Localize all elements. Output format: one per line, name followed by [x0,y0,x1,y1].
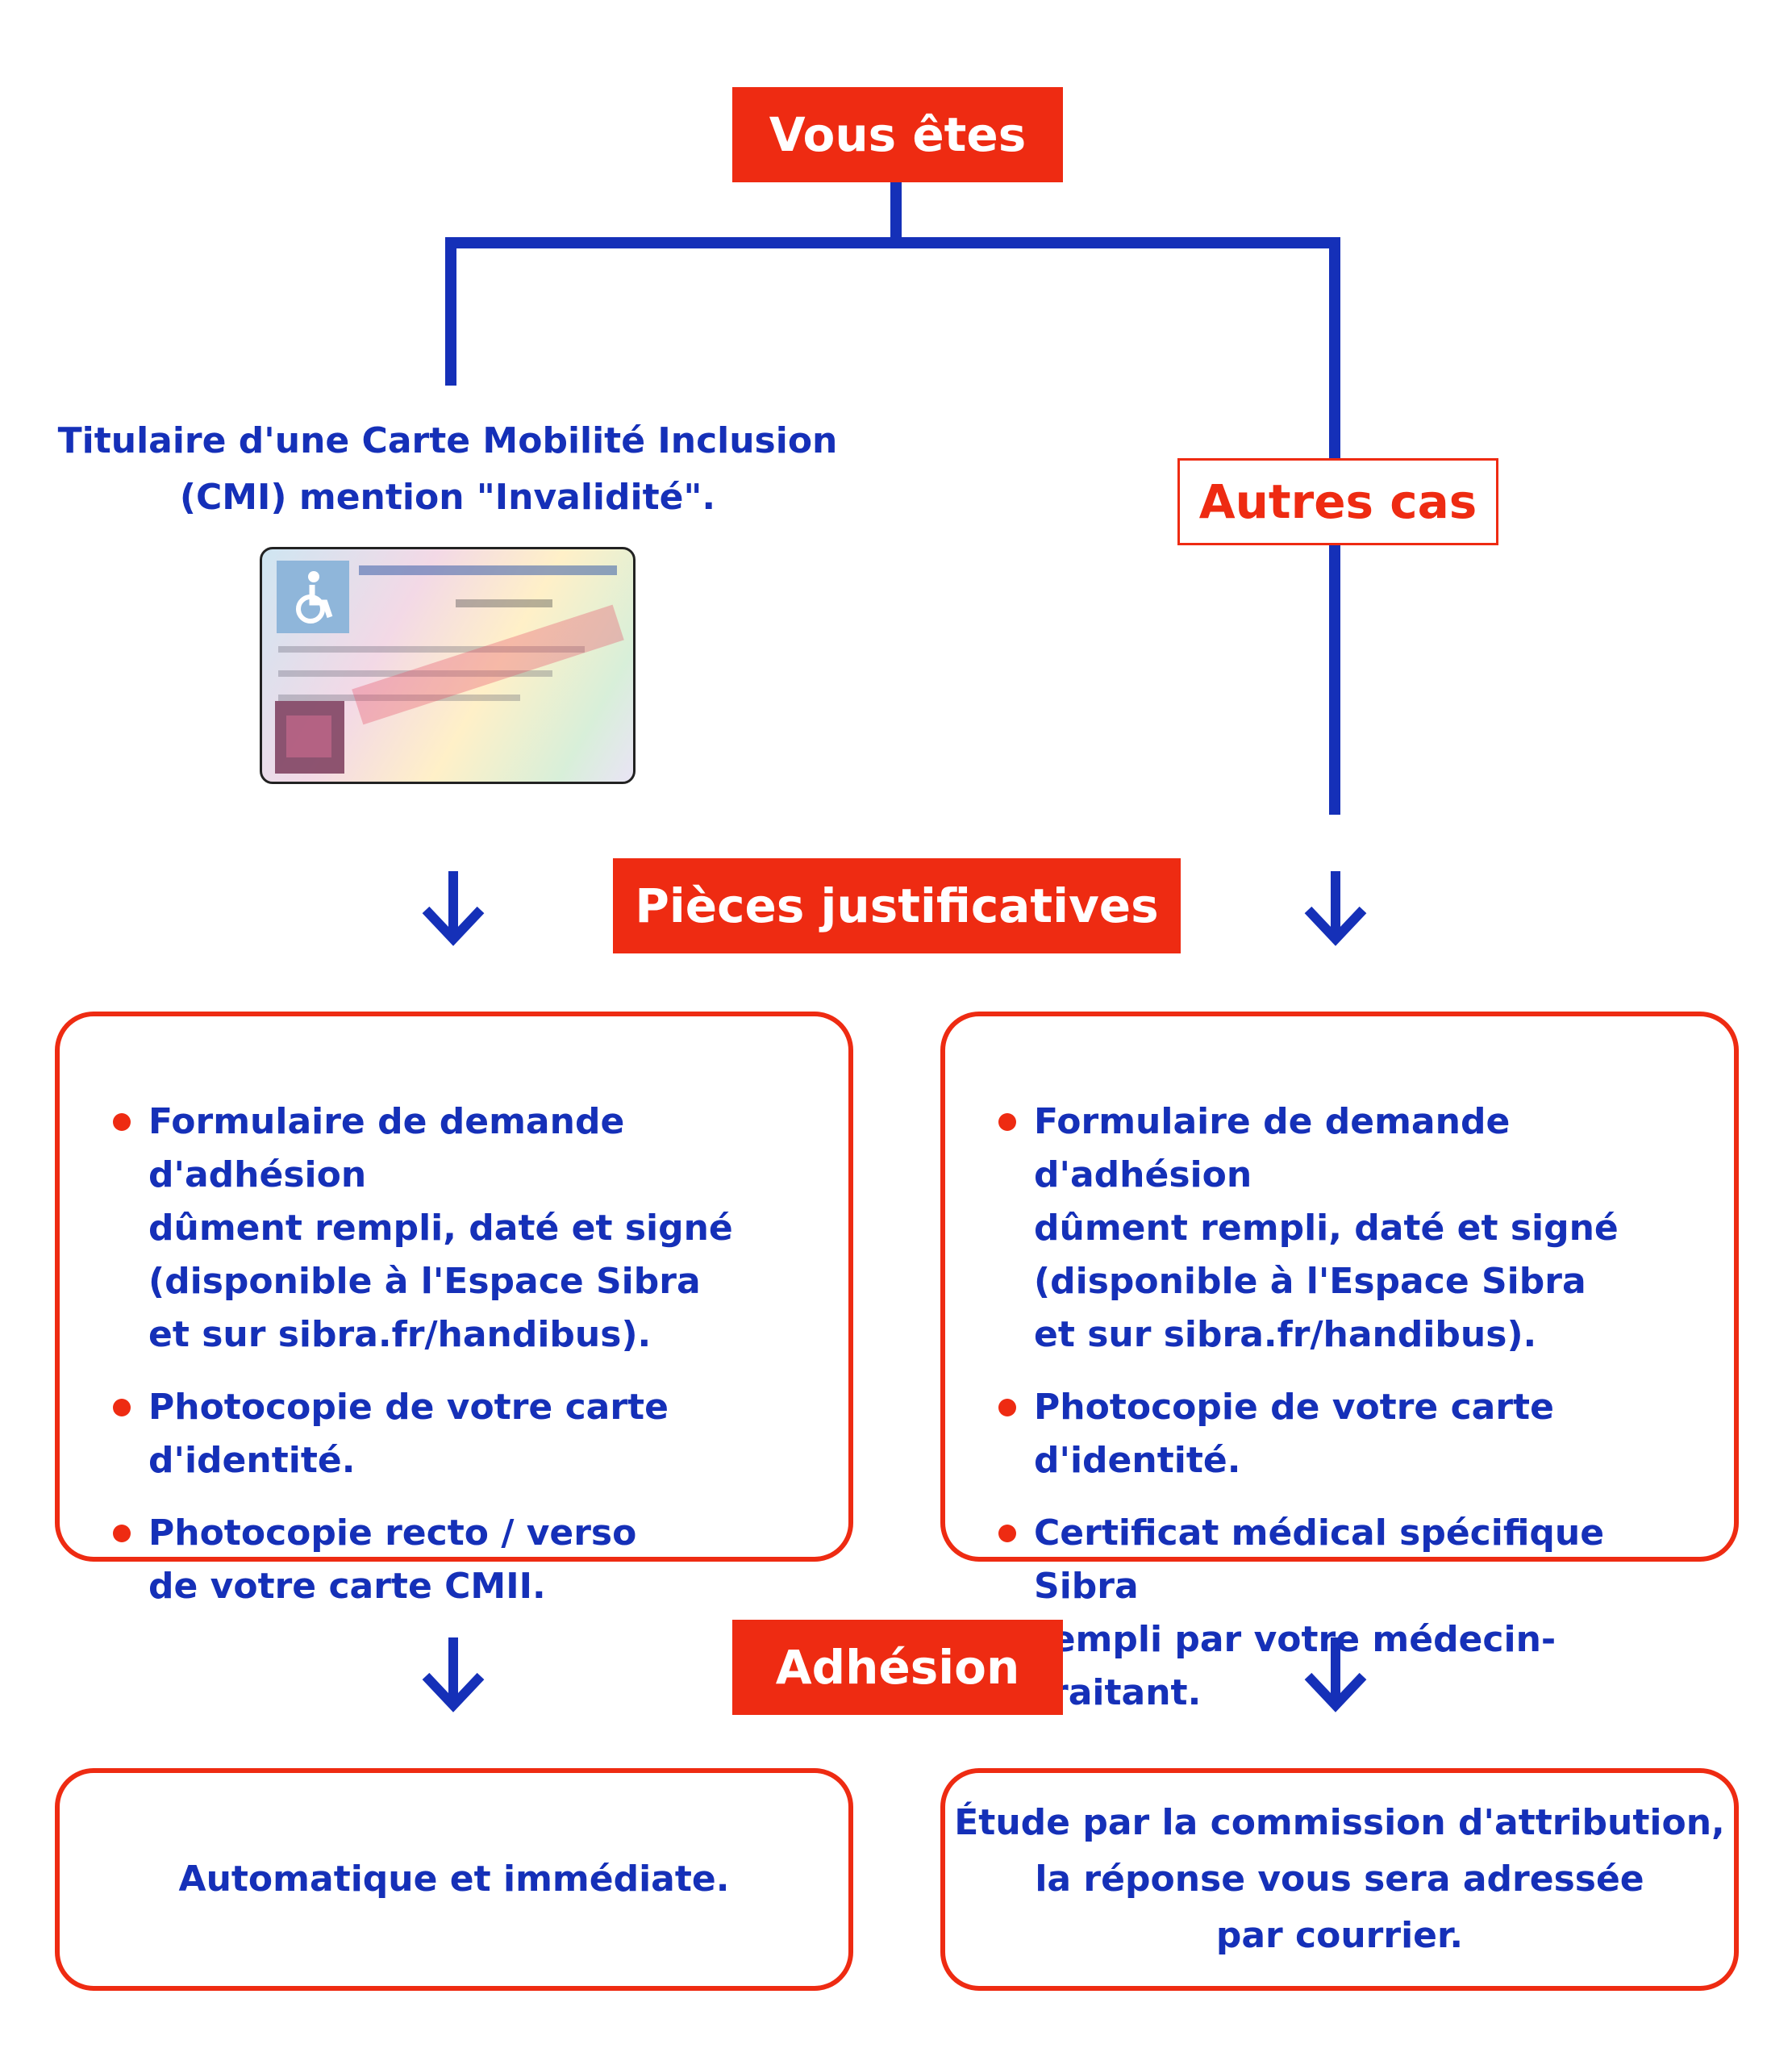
connector-top-stem [890,181,902,242]
arrow-down-icon [422,871,485,946]
list-item: Formulaire de demande d'adhésion dûment … [113,1095,824,1362]
header-vous-etes: Vous êtes [732,87,1063,182]
bullet-dot-icon [113,1399,131,1416]
adhesion-title: Adhésion [775,1640,1020,1695]
right-pieces-list: Formulaire de demande d'adhésion dûment … [998,1095,1710,1720]
cmi-card-image [260,547,636,784]
adhesion-header: Adhésion [732,1620,1063,1715]
connector-horizontal [445,237,1340,248]
bullet-dot-icon [113,1525,131,1542]
bullet-dot-icon [998,1399,1016,1416]
bullet-dot-icon [998,1113,1016,1131]
right-condition-label: Autres cas [1198,474,1477,529]
wheelchair-icon [296,571,333,624]
connector-left-drop [445,237,456,386]
arrow-down-icon [422,1637,485,1712]
right-condition-autres-cas: Autres cas [1177,458,1498,545]
list-item: Photocopie de votre carte d'identité. [998,1381,1710,1487]
list-item: Photocopie de votre carte d'identité. [113,1381,824,1487]
left-pieces-list: Formulaire de demande d'adhésion dûment … [113,1095,824,1613]
right-adhesion-result: Étude par la commission d'attribution, l… [940,1768,1739,1991]
right-pieces-box: Formulaire de demande d'adhésion dûment … [940,1012,1739,1713]
bullet-dot-icon [998,1525,1016,1542]
list-item: Photocopie recto / verso de votre carte … [113,1507,824,1613]
left-condition: Titulaire d'une Carte Mobilité Inclusion… [57,420,838,518]
pieces-justificatives-header: Pièces justificatives [613,858,1181,953]
left-pieces-box: Formulaire de demande d'adhésion dûment … [55,1012,853,1607]
arrow-down-icon [1304,871,1367,946]
list-item: Formulaire de demande d'adhésion dûment … [998,1095,1710,1362]
left-adhesion-result: Automatique et immédiate. [55,1768,853,1991]
header-title: Vous êtes [769,107,1027,162]
bullet-dot-icon [113,1113,131,1131]
pieces-title: Pièces justificatives [635,878,1159,933]
arrow-down-icon [1304,1637,1367,1712]
